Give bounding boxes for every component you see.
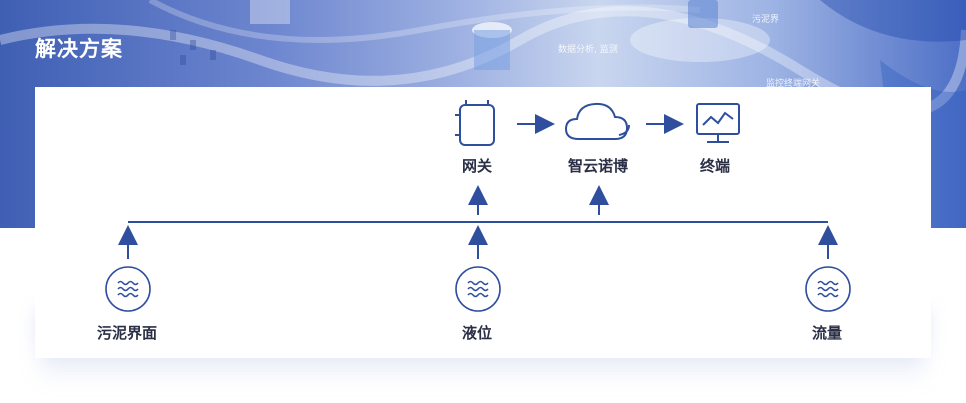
section-title: 解决方案 (35, 37, 123, 61)
diagram-panel: 网关 智云诺博 终端 污泥界面 液位 流量 (35, 87, 931, 358)
liquid-level-label: 液位 (461, 324, 492, 342)
hero-background-illustration (170, 0, 966, 228)
bg-label-gateway: 监控终端网关 (766, 79, 821, 89)
water-waves-icon (805, 266, 851, 312)
monitor-chart-icon (696, 103, 740, 143)
bg-label-analysis: 数据分析, 监测 (558, 45, 618, 55)
cloud-label: 智云诺博 (567, 157, 628, 175)
gateway-device-icon (455, 100, 495, 146)
diagram-connectors (105, 100, 851, 312)
terminal-label: 终端 (699, 157, 730, 175)
gateway-label: 网关 (461, 157, 492, 175)
cloud-icon (564, 102, 630, 140)
water-waves-icon (105, 266, 151, 312)
sludge-interface-label: 污泥界面 (96, 324, 157, 342)
water-waves-icon (455, 266, 501, 312)
flow-label: 流量 (811, 324, 842, 342)
bg-label-sludge: 污泥界 (752, 15, 780, 25)
